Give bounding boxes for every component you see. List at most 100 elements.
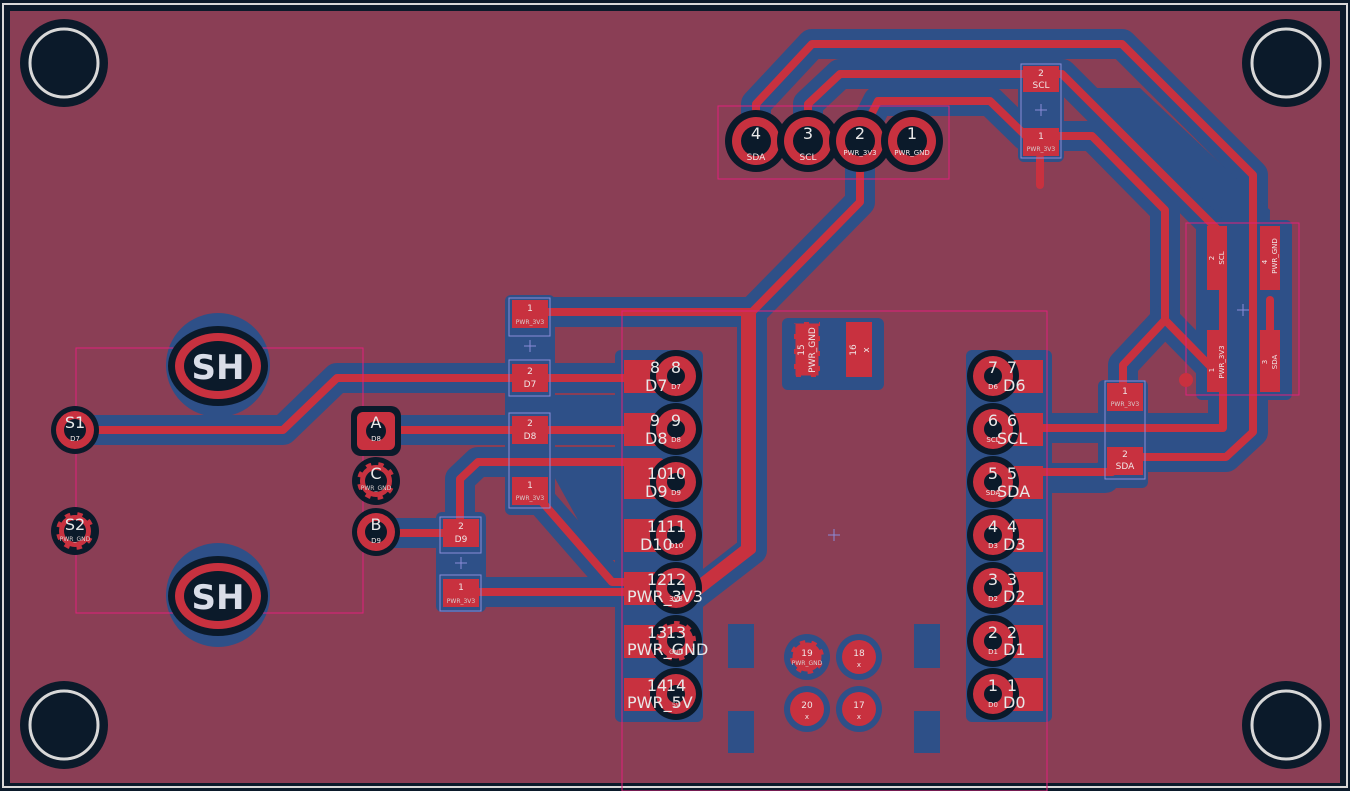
header-pin-2[interactable]: 2 PWR_3V3 xyxy=(829,110,891,172)
mcu-pad-19[interactable]: 19 PWR_GND xyxy=(784,634,830,680)
connector-right-pad-1[interactable]: 1 PWR_3V3 xyxy=(1207,330,1227,392)
pin-number: 13 xyxy=(666,623,686,642)
header-courtyard xyxy=(717,105,950,180)
encoder-shield-bottom[interactable]: SH xyxy=(168,556,268,636)
jumper-right-pad-2[interactable]: 2 SDA xyxy=(1107,447,1143,475)
pad-net: PWR_GND xyxy=(1271,238,1279,274)
pad-net: PWR_3V3 xyxy=(1027,146,1056,153)
resistor-d9-pad-2[interactable]: 2 D9 xyxy=(443,519,479,547)
pad-net: x xyxy=(862,347,872,353)
mcu-pin-4[interactable]: 4 4 D3 D3 xyxy=(967,509,1043,561)
resistor-d9[interactable]: 1 PWR_3V3 2 D9 xyxy=(443,519,479,607)
resistor-d7[interactable]: 1 PWR_3V3 2 D7 xyxy=(512,300,548,392)
pad-number: 2 xyxy=(527,419,533,429)
mcu-pad-16[interactable]: 16 x xyxy=(836,320,882,386)
resistor-d8[interactable]: 1 PWR_3V3 2 D8 xyxy=(512,416,548,505)
connector-right-pad-4[interactable]: 4 PWR_GND xyxy=(1260,226,1280,290)
header-pin-4[interactable]: 4 SDA xyxy=(725,110,787,172)
pin-number: 6 xyxy=(1007,411,1017,430)
pin-net: SCL xyxy=(997,429,1027,448)
pad-net: D8 xyxy=(524,432,537,442)
pad-net: PWR_3V3 xyxy=(447,598,476,605)
pin-pad: D8 xyxy=(671,436,681,444)
mcu-pin-5[interactable]: 5 5 SDA SDA xyxy=(967,456,1043,508)
pad-number: 17 xyxy=(853,701,864,711)
pin-number: 12 xyxy=(666,570,686,589)
pin-number: 14 xyxy=(647,676,667,695)
mounting-hole-top-right xyxy=(1242,19,1330,107)
mcu-pad-18[interactable]: 18 x xyxy=(836,634,882,680)
pad-number: 1 xyxy=(1038,132,1044,142)
shield-label: SH xyxy=(192,578,245,618)
rotary-encoder[interactable]: SH SH S1 D7 S2 PWR_GND A D8 xyxy=(51,326,401,636)
connector-right[interactable]: 2 SCL 4 PWR_GND 1 PWR_3V3 3 SDA xyxy=(1179,226,1280,392)
encoder-pin-a[interactable]: A D8 xyxy=(351,406,401,456)
jumper-right[interactable]: 1 PWR_3V3 2 SDA xyxy=(1107,383,1143,475)
pad-number: 18 xyxy=(853,649,865,659)
pin-number: 4 xyxy=(988,517,998,536)
pad-net: x xyxy=(857,713,861,721)
mcu-pad-17[interactable]: 17 x xyxy=(836,686,882,732)
pad-net: PWR_3V3 xyxy=(1111,401,1140,408)
resistor-d8-pad-1[interactable]: 1 PWR_3V3 xyxy=(512,477,548,505)
connector-right-pad-2[interactable]: 2 SCL xyxy=(1207,226,1227,290)
mcu-pin-10[interactable]: 10 10 D9 D9 xyxy=(624,456,702,508)
pad-number: 4 xyxy=(1261,259,1269,264)
mcu-pad-15[interactable]: 15 PWR_GND xyxy=(784,320,830,386)
mcu-pin-9[interactable]: 9 9 D8 D8 xyxy=(624,403,702,455)
mounting-hole-top-left xyxy=(20,19,108,107)
jumper-top-pad-1[interactable]: 1 PWR_3V3 xyxy=(1023,128,1059,156)
header-pin-number: 2 xyxy=(855,124,865,143)
pad-number: 15 xyxy=(797,344,807,355)
mcu-pin-1[interactable]: 1 1 D0 D0 xyxy=(967,668,1043,720)
pad-net: PWR_3V3 xyxy=(516,319,545,326)
hatched-keepouts xyxy=(728,624,940,753)
pin-net: SDA xyxy=(997,482,1030,501)
header-pin-number: 4 xyxy=(751,124,761,143)
jumper-top[interactable]: 2 SCL 1 PWR_3V3 xyxy=(1023,66,1059,156)
mcu-pin-7[interactable]: 7 7 D6 D6 xyxy=(967,350,1043,402)
mcu-pin-14[interactable]: 14 14 PWR_5V 5V xyxy=(624,668,702,720)
mcu-pin-12[interactable]: 12 12 PWR_3V3 3V3 xyxy=(624,562,703,614)
mcu-pin-13[interactable]: 13 13 PWR_GND GND xyxy=(624,615,708,667)
header-pin-3[interactable]: 3 SCL xyxy=(777,110,839,172)
encoder-pin-b[interactable]: B D9 xyxy=(352,508,400,556)
pin-net: D8 xyxy=(371,435,381,443)
mcu-pin-6[interactable]: 6 6 SCL SCL xyxy=(967,403,1043,455)
resistor-d9-pad-1[interactable]: 1 PWR_3V3 xyxy=(443,579,479,607)
encoder-pin-s2[interactable]: S2 PWR_GND xyxy=(51,507,99,555)
pin-pad: D3 xyxy=(988,542,998,550)
header-connector[interactable]: 4 SDA 3 SCL 2 PWR_3V3 1 PWR_GND xyxy=(725,110,943,172)
mcu-pin-3[interactable]: 3 3 D2 D2 xyxy=(967,562,1043,614)
pad-number: 1 xyxy=(527,304,533,314)
pin-pad: 5V xyxy=(672,702,681,709)
pad-net: x xyxy=(857,661,861,669)
resistor-d8-pad-2[interactable]: 2 D8 xyxy=(512,416,548,444)
mcu-module[interactable]: 8 8 D7 D7 9 9 D8 D8 10 10 D9 D9 11 11 D1… xyxy=(624,320,1043,753)
connector-right-pad-3[interactable]: 3 SDA xyxy=(1260,330,1280,392)
mcu-pin-11[interactable]: 11 11 D10 D10 xyxy=(624,509,702,561)
mcu-pin-8[interactable]: 8 8 D7 D7 xyxy=(624,350,702,402)
resistor-d7-pad-2[interactable]: 2 D7 xyxy=(512,364,548,392)
pad-net: SCL xyxy=(1032,81,1049,91)
encoder-shield-top[interactable]: SH xyxy=(168,326,268,406)
pad-number: 1 xyxy=(1208,368,1216,372)
mcu-pin-2[interactable]: 2 2 D1 D1 xyxy=(967,615,1043,667)
pad-number: 1 xyxy=(527,481,533,491)
pin-pad: 3V3 xyxy=(669,595,683,603)
jumper-top-pad-2[interactable]: 2 SCL xyxy=(1023,66,1059,92)
pin-number: 6 xyxy=(988,411,998,430)
encoder-pin-s1[interactable]: S1 D7 xyxy=(51,406,99,454)
header-pin-1[interactable]: 1 PWR_GND xyxy=(881,110,943,172)
header-pin-net: SDA xyxy=(747,153,766,163)
jumper-right-pad-1[interactable]: 1 PWR_3V3 xyxy=(1107,383,1143,411)
pin-number: 7 xyxy=(1007,358,1017,377)
resistor-d7-pad-1[interactable]: 1 PWR_3V3 xyxy=(512,300,548,328)
encoder-pin-c[interactable]: C PWR_GND xyxy=(352,457,400,505)
pad-net: PWR_GND xyxy=(808,327,818,373)
header-pin-net: PWR_3V3 xyxy=(843,149,876,157)
mcu-pad-20[interactable]: 20 x xyxy=(784,686,830,732)
pin-net: PWR_GND xyxy=(60,536,91,543)
pin-net: D8 xyxy=(645,429,668,448)
pin-net: D2 xyxy=(1003,587,1026,606)
